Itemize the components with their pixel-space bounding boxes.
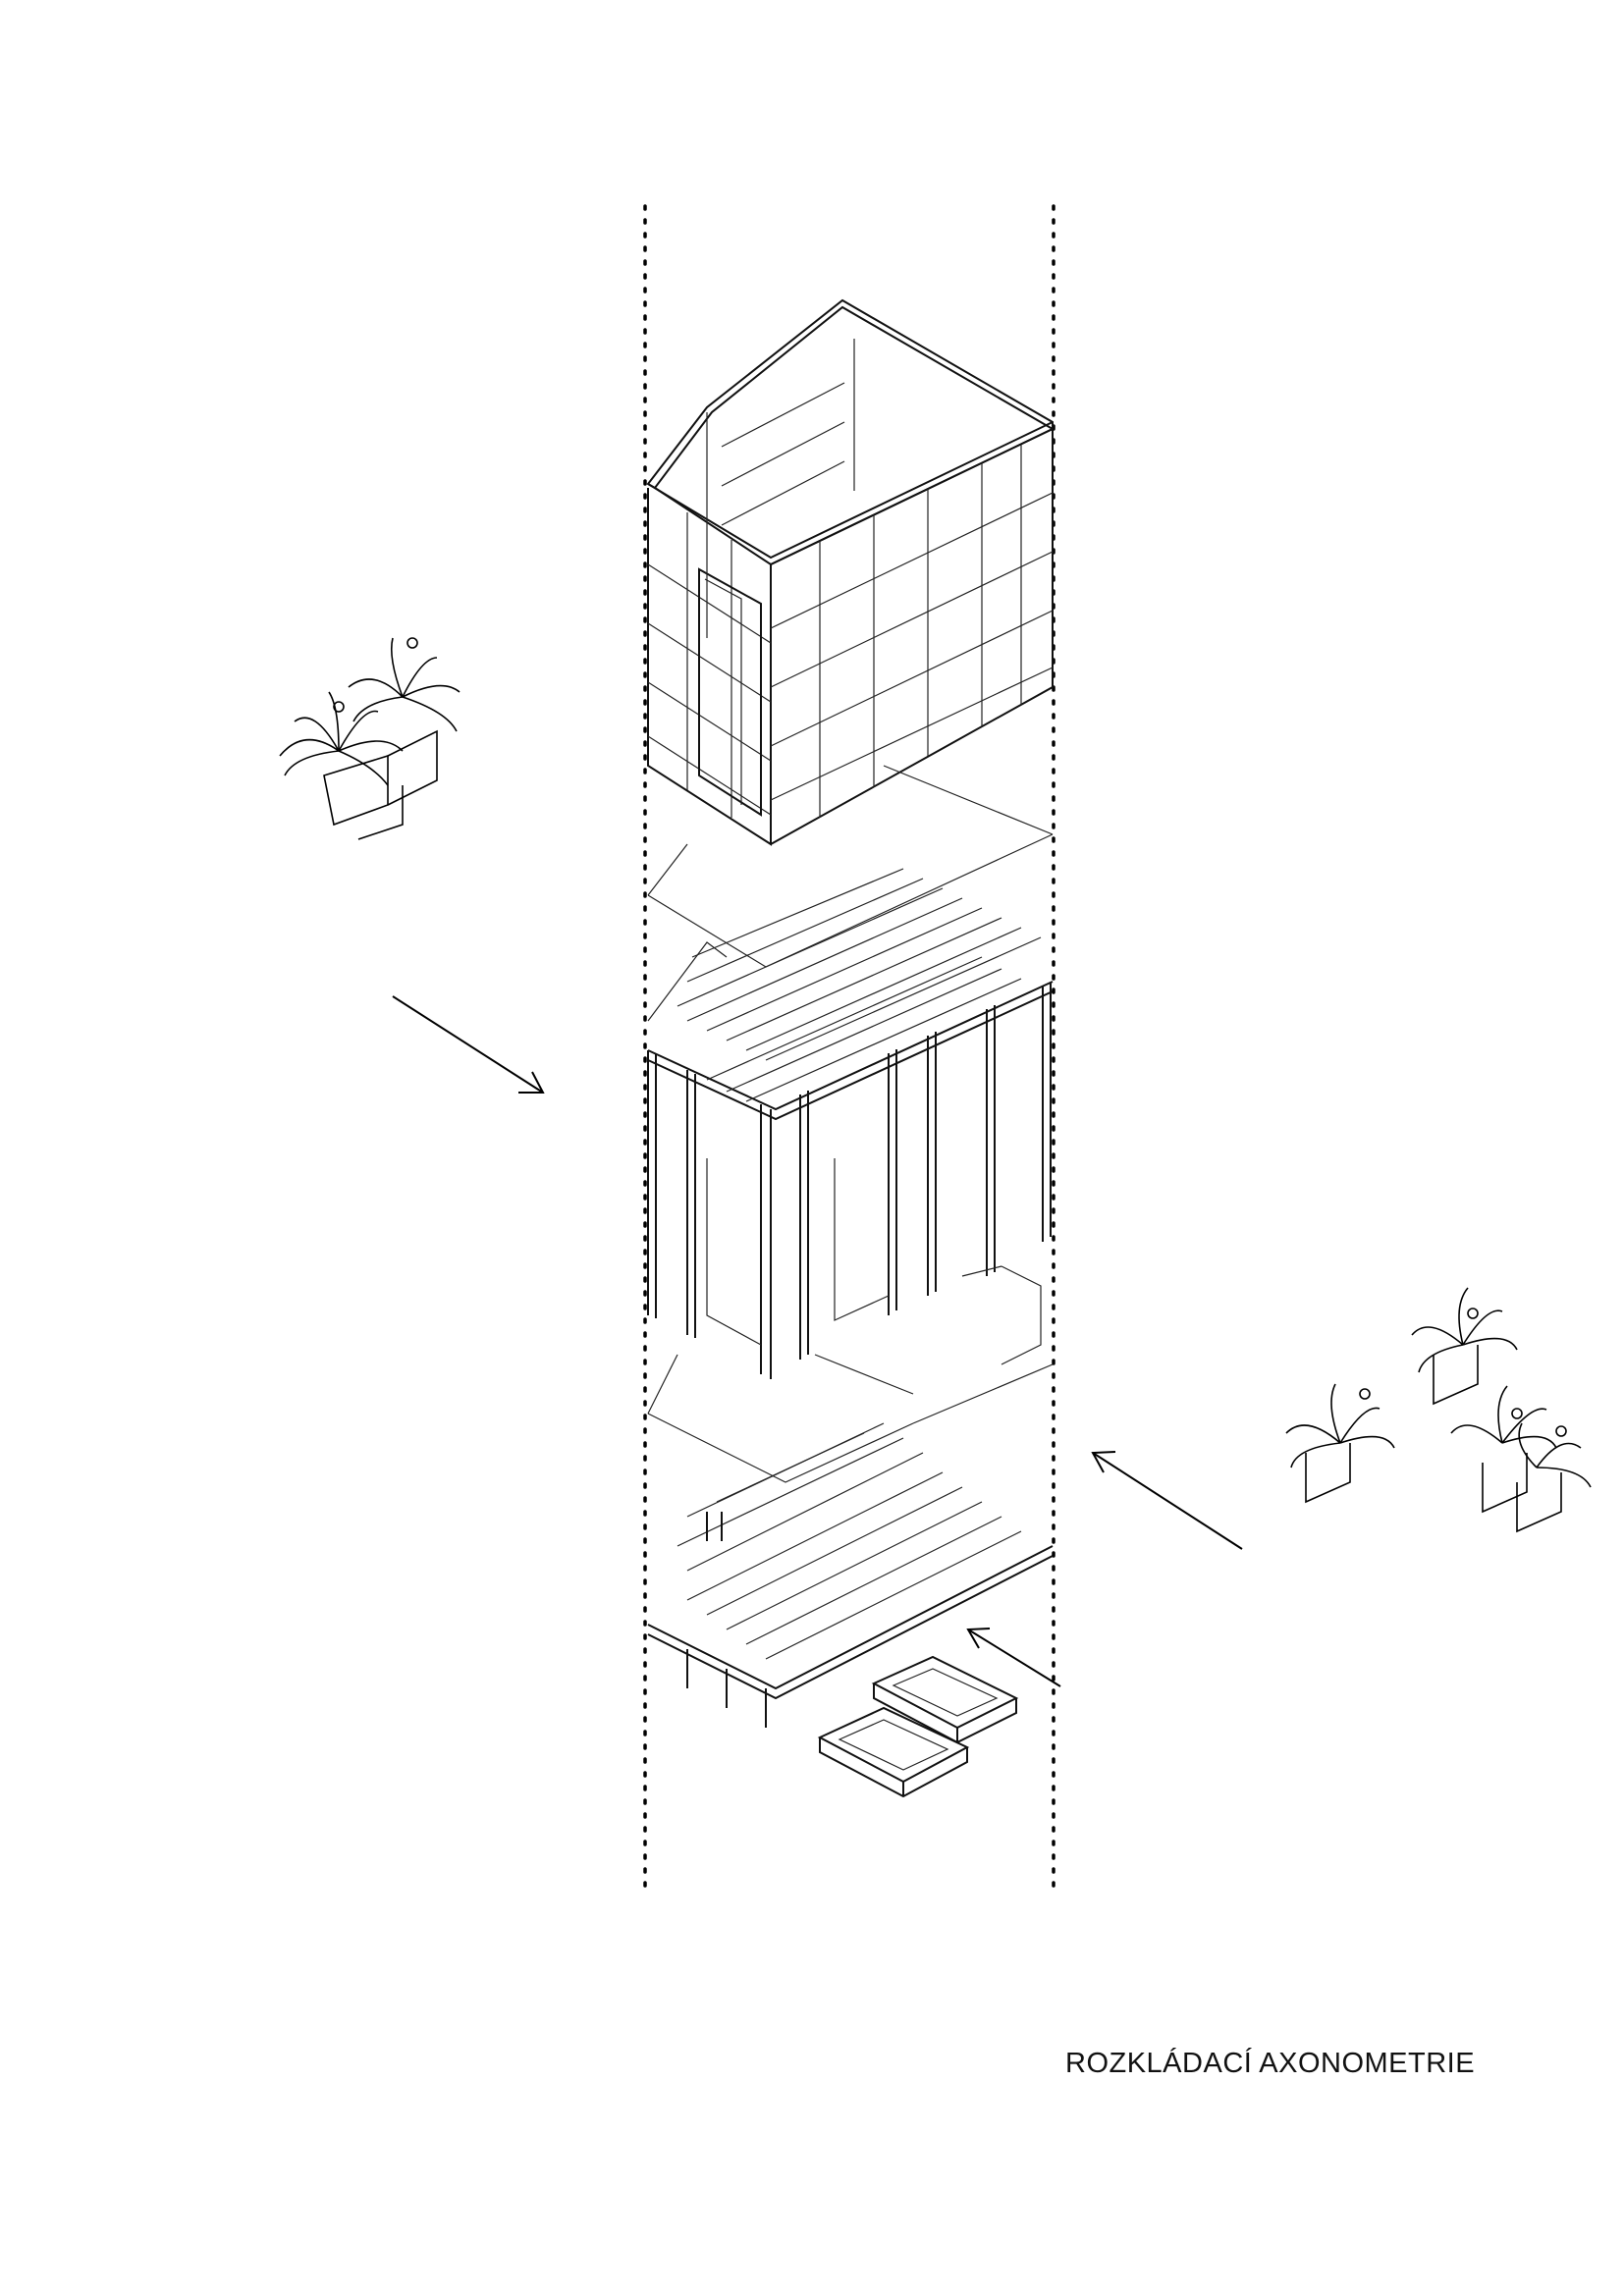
upper-floor-plate [647,765,1054,968]
arrow-icon [966,1628,1061,1687]
floor-joists [647,1422,1054,1728]
foundation-pad-left [817,1706,970,1798]
planter-icon [1285,1287,1592,1533]
drawing-caption: ROZKLÁDACÍ AXONOMETRIE [1065,2048,1476,2079]
arrow-icon [1091,1451,1243,1550]
arrows [392,995,1243,1687]
cladding-shell [646,298,1054,846]
guide-lines [643,204,1056,1892]
foundation-pads [817,1655,1019,1798]
timber-frame [647,868,1054,1379]
foundation-pad-right [871,1655,1019,1744]
arrow-icon [392,995,545,1094]
lower-floor-plate [647,1354,1054,1483]
planter-icon [279,637,460,840]
